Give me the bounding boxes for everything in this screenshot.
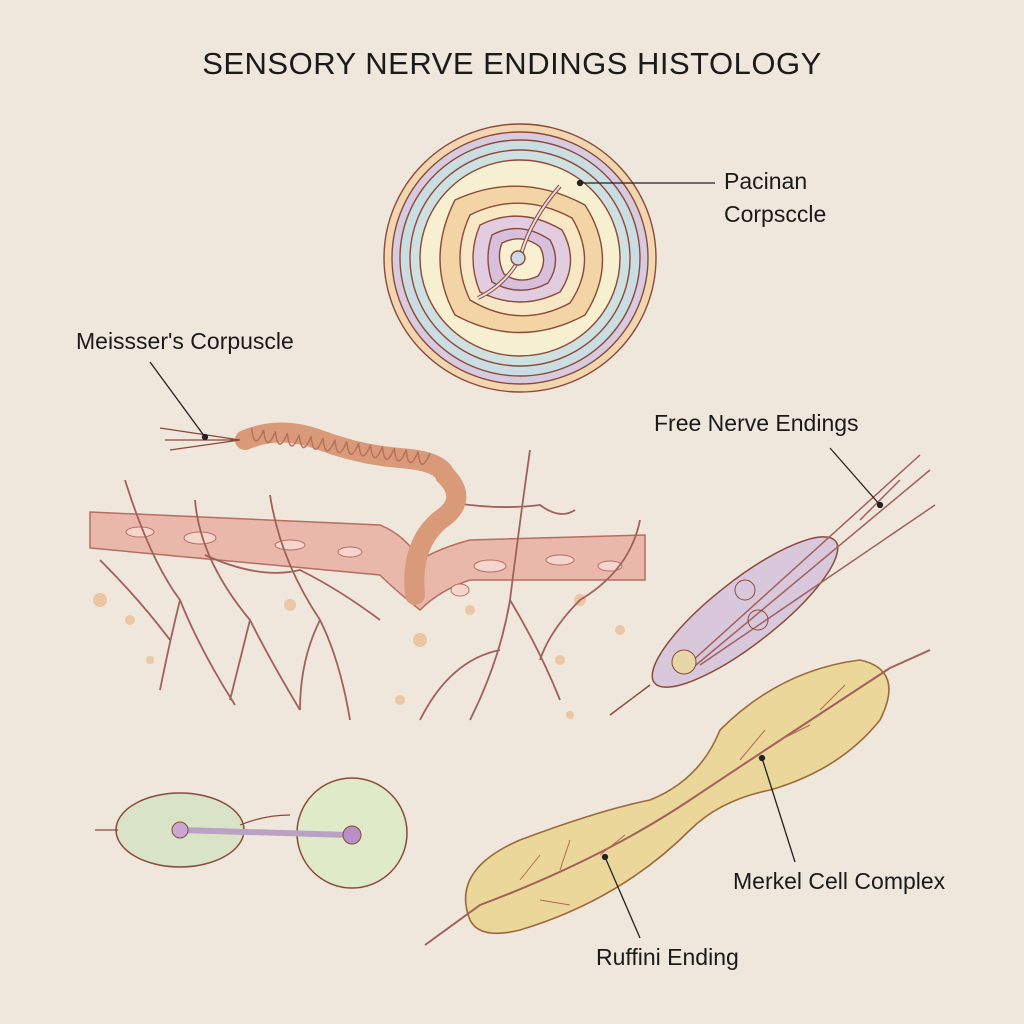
ruffini-leader-line [604,856,641,939]
label-ruffini: Ruffini Ending [596,944,739,970]
label-meissner: Meissser's Corpuscle [76,328,294,354]
label-pacinian-line2: Corpsccle [724,201,827,227]
merkel-leader-line [761,757,796,863]
free-nerve-leader-line [829,447,881,506]
label-merkel: Merkel Cell Complex [733,868,946,894]
free-nerve-endings-drawing [609,454,936,716]
ruffini-merkel-drawing [424,649,931,946]
diagram-title: SENSORY NERVE ENDINGS HISTOLOGY [202,46,822,81]
meissner-corpuscle-drawing [159,422,467,605]
label-pacinian-line1: Pacinan [724,168,808,194]
tissue-drawing [89,449,646,721]
label-free-nerve-endings: Free Nerve Endings [654,410,859,436]
meissner-leader-line [149,361,206,438]
pacinian-corpuscle-drawing [383,123,657,393]
cells-drawing [95,777,408,889]
